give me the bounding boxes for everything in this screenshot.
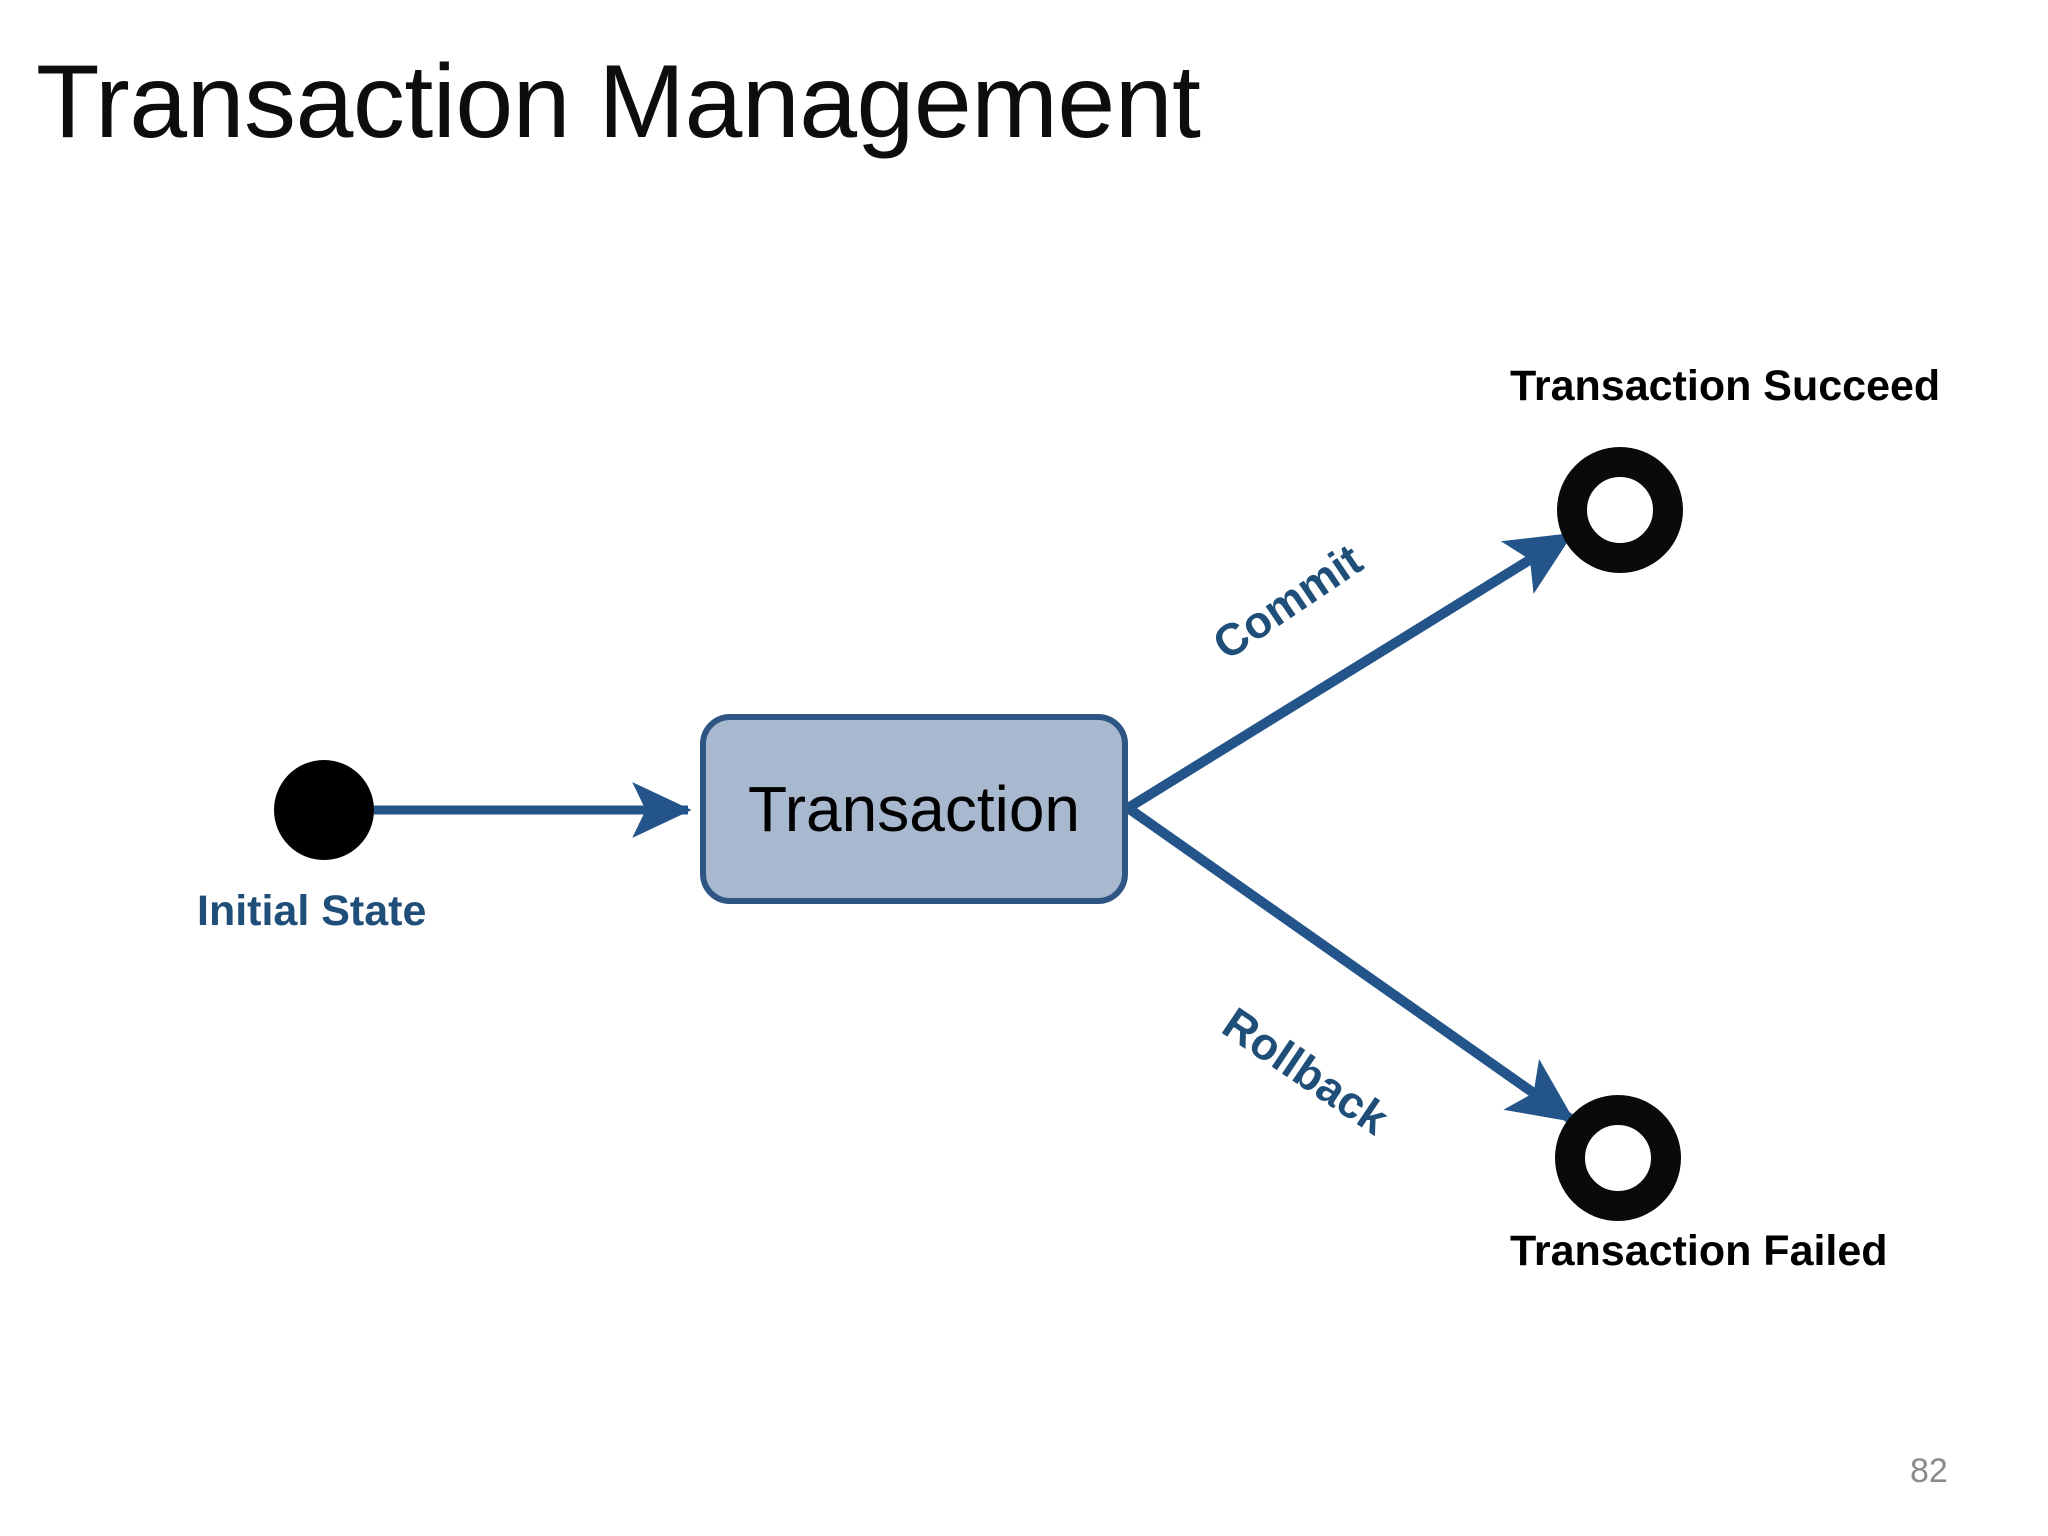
initial-state-node[interactable] <box>274 760 374 860</box>
initial-state-label: Initial State <box>197 887 427 935</box>
final-state-succeed-label: Transaction Succeed <box>1510 362 1941 410</box>
transaction-state-label: Transaction <box>748 773 1080 845</box>
transaction-state-box[interactable]: Transaction <box>700 714 1128 904</box>
page-number: 82 <box>1910 1452 1948 1490</box>
final-state-failed-label: Transaction Failed <box>1510 1227 1888 1275</box>
edge-transaction-to-failed <box>1125 803 1576 1125</box>
edge-transaction-to-succeed <box>1125 530 1574 813</box>
final-state-failed-node[interactable] <box>1555 1095 1681 1221</box>
final-state-succeed-node[interactable] <box>1557 447 1683 573</box>
page-title: Transaction Management <box>36 44 1201 160</box>
